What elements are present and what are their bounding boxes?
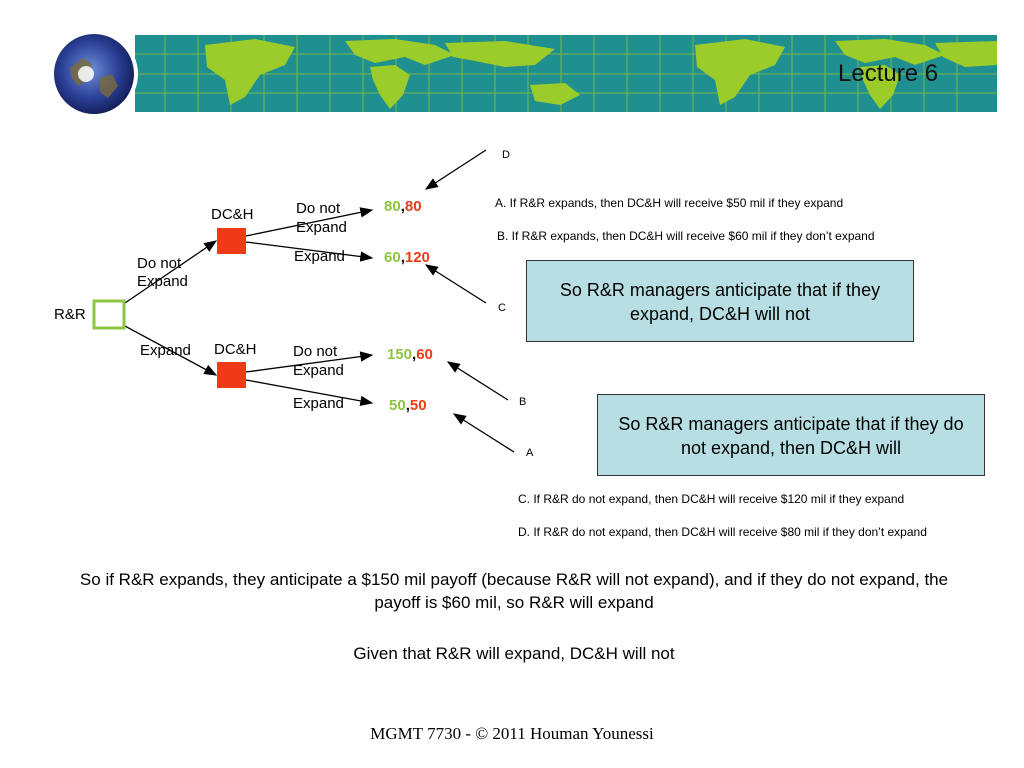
upper-branch-top-label: Do not Expand	[296, 200, 347, 236]
pointer-arrow-b	[446, 361, 509, 401]
payoff-second: 120	[404, 249, 430, 266]
note-c: C. If R&R do not expand, then DC&H will …	[518, 492, 905, 506]
callout-box-not-expand: So R&R managers anticipate that if they …	[597, 394, 985, 476]
upper-node-label: DC&H	[211, 206, 254, 223]
payoff-second: 80	[404, 198, 422, 215]
payoff-separator: ,	[400, 249, 405, 266]
pointer-arrow-a	[452, 413, 515, 453]
lower-decision-node	[217, 362, 246, 388]
payoff-separator: ,	[400, 198, 405, 215]
lower-branch-top-label: Do not Expand	[293, 343, 344, 379]
payoff-first: 80	[384, 198, 401, 215]
root-branch-upper-label: Do not Expand	[137, 255, 188, 290]
note-d: D. If R&R do not expand, then DC&H will …	[518, 525, 927, 539]
payoff-first: 60	[384, 249, 401, 266]
pointer-arrow-d	[424, 149, 487, 190]
globe-logo	[48, 28, 140, 120]
payoff-first: 50	[389, 397, 406, 414]
footer-copyright: MGMT 7730 - © 2011 Houman Younessi	[370, 724, 654, 743]
note-b: B. If R&R expands, then DC&H will receiv…	[497, 229, 875, 243]
payoff-upper-bottom: 60,120	[384, 249, 430, 266]
payoff-lower-bottom: 50,50	[389, 397, 427, 414]
payoff-first: 150	[387, 346, 413, 363]
payoff-second: 60	[416, 346, 433, 363]
branch-root-upper	[124, 240, 218, 304]
pointer-label-c: C	[498, 302, 506, 314]
world-map-graphic	[135, 35, 997, 112]
payoff-separator: ,	[405, 397, 410, 414]
payoff-second: 50	[409, 397, 427, 414]
branch-lower-top	[245, 351, 374, 373]
root-node	[92, 299, 126, 330]
upper-branch-bottom-label: Expand	[294, 248, 345, 265]
branch-root-lower	[124, 325, 218, 376]
branch-upper-bottom	[245, 241, 374, 262]
lower-branch-bottom-label: Expand	[293, 395, 344, 412]
payoff-separator: ,	[412, 346, 417, 363]
conclusion-text: So if R&R expands, they anticipate a $15…	[79, 570, 949, 612]
header-banner	[135, 35, 997, 112]
branch-lower-bottom	[245, 379, 374, 407]
upper-decision-node	[217, 228, 246, 254]
note-a: A. If R&R expands, then DC&H will receiv…	[495, 196, 844, 210]
payoff-lower-top: 150,60	[387, 346, 433, 363]
root-label: R&R	[54, 306, 86, 323]
pointer-label-b: B	[519, 396, 527, 408]
callout-box-expand: So R&R managers anticipate that if they …	[526, 260, 914, 342]
branch-upper-top	[245, 207, 374, 237]
lecture-title: Lecture 6	[838, 60, 939, 87]
pointer-label-a: A	[526, 447, 534, 459]
pointer-label-d: D	[502, 149, 510, 161]
pointer-arrow-c	[424, 264, 487, 304]
payoff-upper-top: 80,80	[384, 198, 422, 215]
lower-node-label: DC&H	[214, 341, 257, 358]
conclusion-summary: Given that R&R will expand, DC&H will no…	[353, 644, 675, 663]
root-branch-lower-label: Expand	[140, 342, 191, 359]
